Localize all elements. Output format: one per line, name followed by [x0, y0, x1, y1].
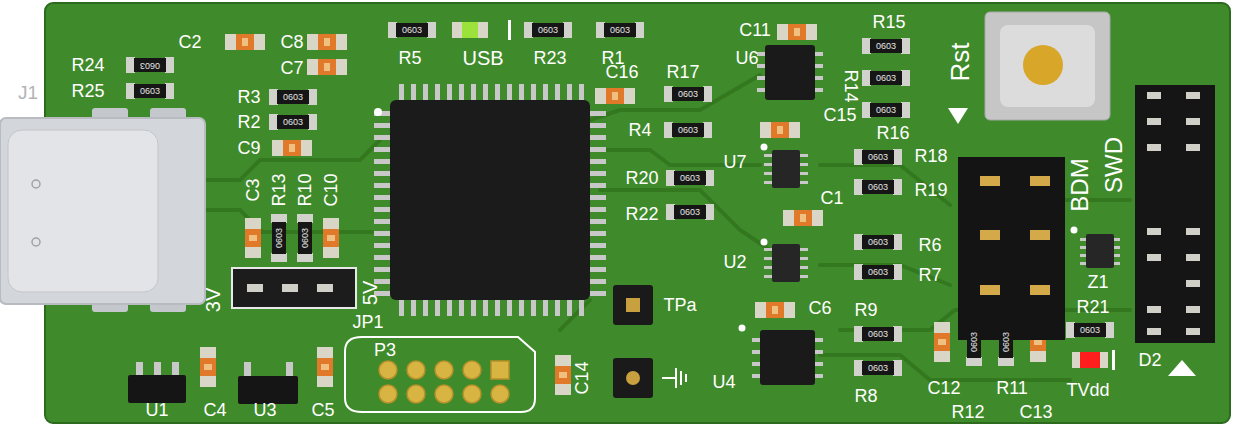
part-marking: 0603	[868, 238, 888, 247]
silkscreen-label: U7	[723, 153, 746, 171]
part-marking: 0603	[868, 330, 888, 339]
silkscreen-label: R11	[996, 379, 1028, 397]
silkscreen-label: C9	[237, 139, 260, 157]
part-marking: 0603	[680, 208, 700, 217]
silkscreen-label: R3	[237, 88, 260, 106]
part-marking: 0603	[283, 93, 303, 102]
part-marking: 0603	[868, 153, 888, 162]
silkscreen-label: R18	[914, 147, 947, 165]
silkscreen-label: R20	[625, 169, 658, 187]
silkscreen-label: R22	[625, 205, 658, 223]
part-marking: 0603	[275, 228, 284, 248]
part-marking: 0603	[610, 26, 630, 35]
silkscreen-label: C15	[823, 106, 856, 124]
silkscreen-label: R6	[918, 236, 941, 254]
silkscreen-label: J1	[18, 83, 38, 102]
silkscreen-label: TVdd	[1066, 381, 1109, 399]
part-marking: 0603	[868, 268, 888, 277]
silkscreen-label: C1	[820, 189, 843, 207]
silkscreen-label: C11	[739, 21, 771, 39]
silkscreen-label: C16	[605, 63, 638, 81]
silkscreen-label: U2	[723, 253, 746, 271]
silkscreen-label: D2	[1138, 351, 1161, 369]
silkscreen-label: R4	[628, 121, 651, 139]
silkscreen-label: R2	[237, 113, 260, 131]
silkscreen-label: U6	[735, 49, 758, 67]
silkscreen-label: R5	[398, 49, 421, 67]
silkscreen-label: C3	[244, 178, 262, 201]
silkscreen-label: 3V	[203, 288, 223, 312]
silkscreen-label: U4	[712, 373, 735, 391]
silkscreen-label: R25	[71, 82, 104, 100]
silkscreen-label: R7	[918, 266, 941, 284]
silkscreen-label: P3	[374, 341, 396, 359]
part-marking: 0603	[402, 26, 422, 35]
part-marking: 0603	[140, 87, 160, 96]
part-marking: 0603	[876, 42, 896, 51]
silkscreen-label: USB	[462, 48, 503, 68]
silkscreen-label: R17	[666, 63, 699, 81]
silkscreen-label: R8	[854, 387, 877, 405]
silkscreen-label: C13	[1019, 403, 1052, 421]
silkscreen-label: C4	[203, 401, 226, 419]
silkscreen-label: R23	[533, 49, 566, 67]
silkscreen-label: R21	[1076, 298, 1109, 316]
silkscreen-label: R12	[951, 403, 984, 421]
silkscreen-label: U3	[253, 401, 276, 419]
silkscreen-label: C14	[573, 361, 591, 394]
silkscreen-label: JP1	[352, 313, 383, 331]
silkscreen-label: 5V	[360, 281, 380, 305]
silkscreen-label: C12	[927, 379, 960, 397]
part-marking: 0603	[1080, 326, 1100, 335]
silkscreen-label: R10	[296, 173, 314, 206]
silkscreen-label: R13	[270, 173, 288, 206]
part-marking: 0603	[678, 90, 698, 99]
part-marking: 0603	[680, 174, 700, 183]
silkscreen-label: C8	[280, 33, 303, 51]
silkscreen-label: TPa	[663, 296, 696, 314]
part-marking: 0603	[876, 74, 896, 83]
part-marking: 0603	[868, 364, 888, 373]
part-marking: 0603	[970, 332, 979, 352]
part-marking: 0603	[678, 126, 698, 135]
silkscreen-label: C2	[178, 33, 201, 51]
silkscreen-label: C5	[311, 401, 334, 419]
part-marking: 0603	[876, 106, 896, 115]
silkscreen-label: R19	[914, 181, 947, 199]
part-marking: 0603	[301, 228, 310, 248]
silkscreen-label: R15	[872, 13, 905, 31]
silkscreen-label: R24	[71, 56, 104, 74]
part-marking: 0603	[140, 61, 160, 70]
silkscreen-label: R9	[854, 301, 877, 319]
silkscreen-label: R16	[876, 124, 909, 142]
silkscreen-label: Rst	[947, 43, 973, 82]
part-marking: 0603	[283, 118, 303, 127]
silkscreen-label: SWD	[1102, 137, 1126, 193]
silkscreen-label: C6	[808, 299, 831, 317]
silkscreen-label: R14	[842, 69, 860, 102]
silkscreen-label: BDM	[1068, 158, 1092, 211]
part-marking: 0603	[1002, 332, 1011, 352]
silkscreen-label: U1	[145, 401, 168, 419]
part-marking: 0603	[868, 183, 888, 192]
silkscreen-label: C7	[280, 59, 303, 77]
part-marking: 0603	[538, 26, 558, 35]
silkscreen-label: C10	[322, 173, 340, 206]
silkscreen-label: Z1	[1087, 273, 1108, 291]
